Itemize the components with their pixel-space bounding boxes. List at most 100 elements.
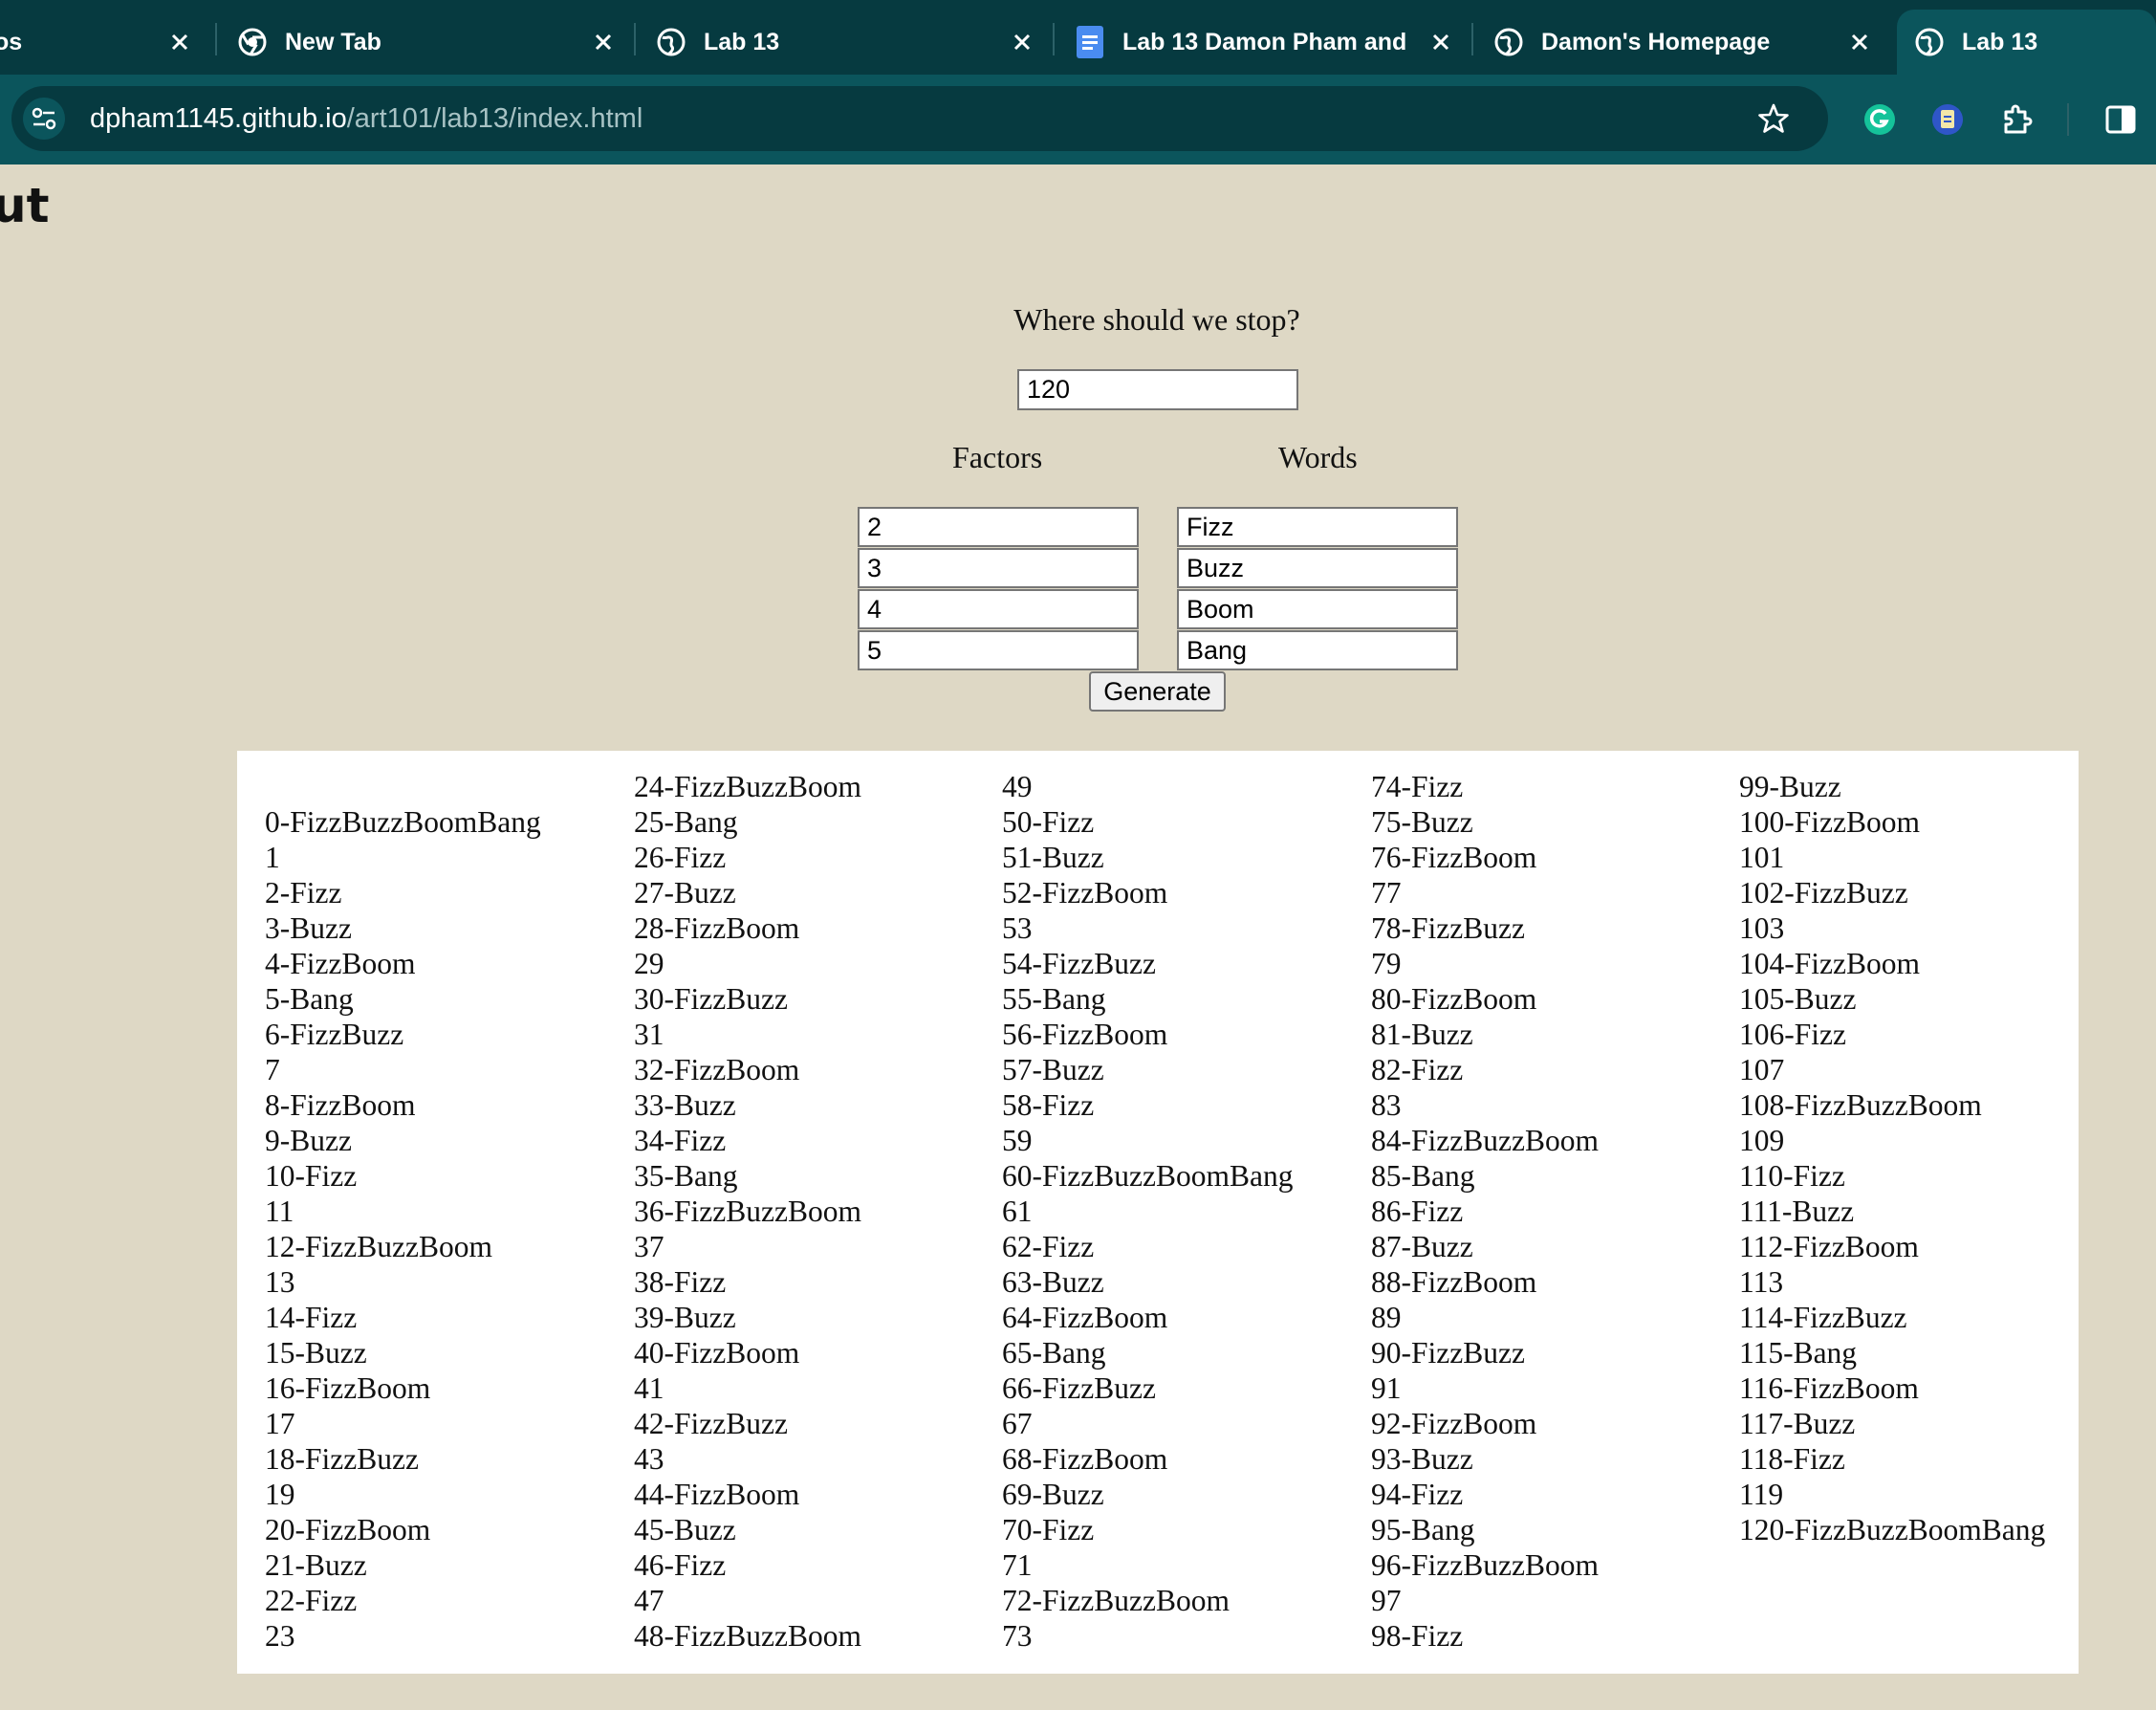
output-line: 110-Fizz [1739,1159,1845,1193]
output-line: 105-Buzz [1739,982,1857,1016]
output-line: 49 [1002,770,1033,803]
output-line: 116-FizzBoom [1739,1371,1919,1405]
tab-lab-13-active[interactable]: Lab 13 [1897,10,2156,75]
output-line: 21-Buzz [265,1548,367,1582]
output-line: 79 [1371,947,1402,980]
docs-icon [1075,26,1105,58]
output-line: 42-FizzBuzz [634,1407,788,1440]
output-line: 5-Bang [265,982,354,1016]
close-icon[interactable] [1425,26,1457,58]
output-line: 92-FizzBoom [1371,1407,1537,1440]
output-line: 119 [1739,1478,1784,1511]
output-line: 98-Fizz [1371,1619,1464,1653]
output-line: 22-Fizz [265,1584,358,1617]
tab-strip: os New Tab Lab 13 Lab 13 Damon Pham and [0,0,2156,75]
factor-input-3[interactable]: 4 [858,589,1139,629]
output-line: 102-FizzBuzz [1739,876,1908,910]
output-line: 73 [1002,1619,1033,1653]
output-line: 118-Fizz [1739,1442,1845,1476]
output-line: 41 [634,1371,664,1405]
tab-lab-13[interactable]: Lab 13 [656,10,1038,75]
output-line: 101 [1739,841,1785,874]
output-line: 104-FizzBoom [1739,947,1920,980]
tab-new-tab[interactable]: New Tab [237,10,620,75]
output-line: 52-FizzBoom [1002,876,1168,910]
close-icon[interactable] [1843,26,1876,58]
output-line [265,769,541,804]
word-input-4[interactable]: Bang [1177,630,1458,670]
bookmark-star-icon[interactable] [1757,102,1790,135]
output-line: 47 [634,1584,664,1617]
tab-partial[interactable]: os [0,10,196,75]
output-line: 4-FizzBoom [265,947,416,980]
output-line: 13 [265,1265,295,1299]
factors-label: Factors [952,440,1043,474]
output-line: 19 [265,1478,295,1511]
extensions-puzzle-icon[interactable] [1998,100,2036,139]
output-line: 23 [265,1619,295,1653]
output-line: 87-Buzz [1371,1230,1473,1263]
output-line: 68-FizzBoom [1002,1442,1168,1476]
tab-damons-homepage[interactable]: Damon's Homepage [1493,10,1876,75]
output-line: 117-Buzz [1739,1407,1856,1440]
output-line: 90-FizzBuzz [1371,1336,1525,1370]
output-line: 115-Bang [1739,1336,1858,1370]
output-line: 58-Fizz [1002,1088,1095,1122]
words-label: Words [1278,440,1358,474]
output-line: 18-FizzBuzz [265,1442,419,1476]
factor-input-4[interactable]: 5 [858,630,1139,670]
output-line: 64-FizzBoom [1002,1301,1168,1334]
output-line: 39-Buzz [634,1301,736,1334]
side-panel-icon[interactable] [2102,100,2140,139]
output-line: 32-FizzBoom [634,1053,800,1086]
word-input-1[interactable]: Fizz [1177,507,1458,547]
output-line: 53 [1002,911,1033,945]
output-line: 70-Fizz [1002,1513,1095,1546]
tab-title: New Tab [285,28,381,55]
output-line: 72-FizzBuzzBoom [1002,1584,1230,1617]
output-line: 94-Fizz [1371,1478,1464,1511]
tab-divider [1053,23,1055,55]
stop-number-input[interactable]: 120 [1017,369,1298,410]
output-line: 100-FizzBoom [1739,805,1920,839]
output-line: 29 [634,947,664,980]
factor-input-2[interactable]: 3 [858,548,1139,588]
output-line: 45-Buzz [634,1513,736,1546]
output-line: 8-FizzBoom [265,1088,416,1122]
grammarly-extension-icon[interactable] [1861,100,1899,139]
output-line: 28-FizzBoom [634,911,800,945]
output-line: 76-FizzBoom [1371,841,1537,874]
output-line: 50-Fizz [1002,805,1095,839]
tab-google-doc[interactable]: Lab 13 Damon Pham and [1075,10,1457,75]
output-line: 59 [1002,1124,1033,1157]
output-line: 55-Bang [1002,982,1106,1016]
close-icon[interactable] [587,26,620,58]
output-line: 10-Fizz [265,1159,358,1193]
output-line: 112-FizzBoom [1739,1230,1919,1263]
word-input-2[interactable]: Buzz [1177,548,1458,588]
address-bar[interactable]: dpham1145.github.io/art101/lab13/index.h… [11,86,1828,151]
close-icon[interactable] [163,26,196,58]
output-line: 15-Buzz [265,1336,367,1370]
tab-divider [215,23,217,55]
close-icon[interactable] [1006,26,1038,58]
output-line: 74-Fizz [1371,770,1464,803]
factor-input-1[interactable]: 2 [858,507,1139,547]
tab-divider [1471,23,1473,55]
generate-button[interactable]: Generate [1089,671,1226,712]
output-line: 57-Buzz [1002,1053,1104,1086]
output-line: 88-FizzBoom [1371,1265,1537,1299]
output-line: 36-FizzBuzzBoom [634,1195,861,1228]
toolbar-divider [2067,103,2069,136]
word-input-3[interactable]: Boom [1177,589,1458,629]
site-settings-icon[interactable] [23,98,65,140]
output-line: 71 [1002,1548,1033,1582]
document-extension-icon[interactable] [1928,100,1967,139]
output-line: 26-Fizz [634,841,727,874]
output-line: 37 [634,1230,664,1263]
output-line: 77 [1371,876,1402,910]
output-line: 91 [1371,1371,1402,1405]
